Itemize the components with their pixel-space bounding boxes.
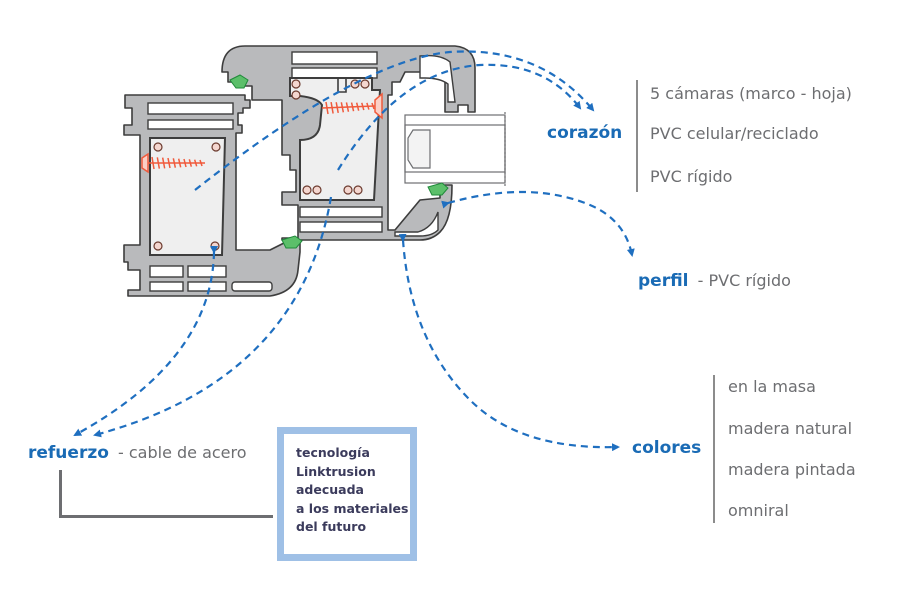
screw-thread [167,157,171,169]
label-refuerzo: refuerzo - cable de acero [28,443,247,463]
perfil-desc: - PVC rígido [697,271,791,290]
screw-icon [141,152,205,174]
screw-thread [355,102,360,111]
tech-box-line: tecnología [296,445,370,460]
screw-thread [361,102,365,111]
corazon-item: PVC celular/reciclado [650,124,819,143]
corazon-divider [636,80,638,192]
frame-chamber [149,137,227,256]
screw-thread [177,158,182,168]
arrow-refuerzo-2 [93,196,333,438]
screw-thread [345,102,350,112]
sash-chamber-pins [291,79,370,195]
tech-box-line: adecuada [296,482,364,497]
arrow-colores [398,233,620,452]
tech-box-line: a los materiales [296,500,409,516]
screw-thread [188,159,193,167]
sash-chamber [289,77,382,201]
colores-item: omniral [728,501,789,520]
arrow-perfil [441,190,635,257]
screw-thread [340,102,345,113]
refuerzo-desc: - cable de acero [118,443,247,462]
corazon-item: 5 cámaras (marco - hoja) [650,84,852,103]
screw-thread [350,102,355,112]
sash-chamber-notch [337,78,347,93]
screw-icon [321,92,383,120]
label-corazon: corazón [547,123,623,143]
pointer-arrows [73,50,635,452]
sash-cavities [291,51,456,237]
corazon-item: PVC rígido [650,167,733,186]
colores-divider [713,375,715,523]
tech-box-line: Linktrusion [296,463,376,479]
label-colores: colores [632,438,702,458]
perfil-key: perfil [638,271,689,291]
screw-thread [151,156,155,170]
colores-item: en la masa [728,377,816,396]
glazing-unit [404,112,506,188]
arrow-corazon-2 [337,63,582,171]
screw-thread [335,102,339,114]
screw-thread [325,101,329,115]
screw-thread [172,158,177,168]
linktrusion-info-box: tecnología Linktrusion adecuada a los ma… [277,427,417,561]
screw-thread [156,157,161,169]
screw-thread [330,101,334,114]
screw-thread [366,102,370,110]
arrow-corazon-1 [194,50,595,191]
refuerzo-key: refuerzo [28,443,109,463]
screw-thread [193,159,198,167]
refuerzo-connector [59,470,273,518]
colores-item: madera pintada [728,460,856,479]
screw-thread [183,158,187,168]
tech-box-line: del futuro [296,519,367,534]
colores-item: madera natural [728,419,853,438]
screw-thread [199,159,203,167]
screw-thread [371,102,375,110]
gasket-icon [229,74,449,249]
arrow-refuerzo-1 [73,245,219,436]
label-perfil: perfil - PVC rígido [638,271,791,291]
screw-thread [161,157,166,169]
